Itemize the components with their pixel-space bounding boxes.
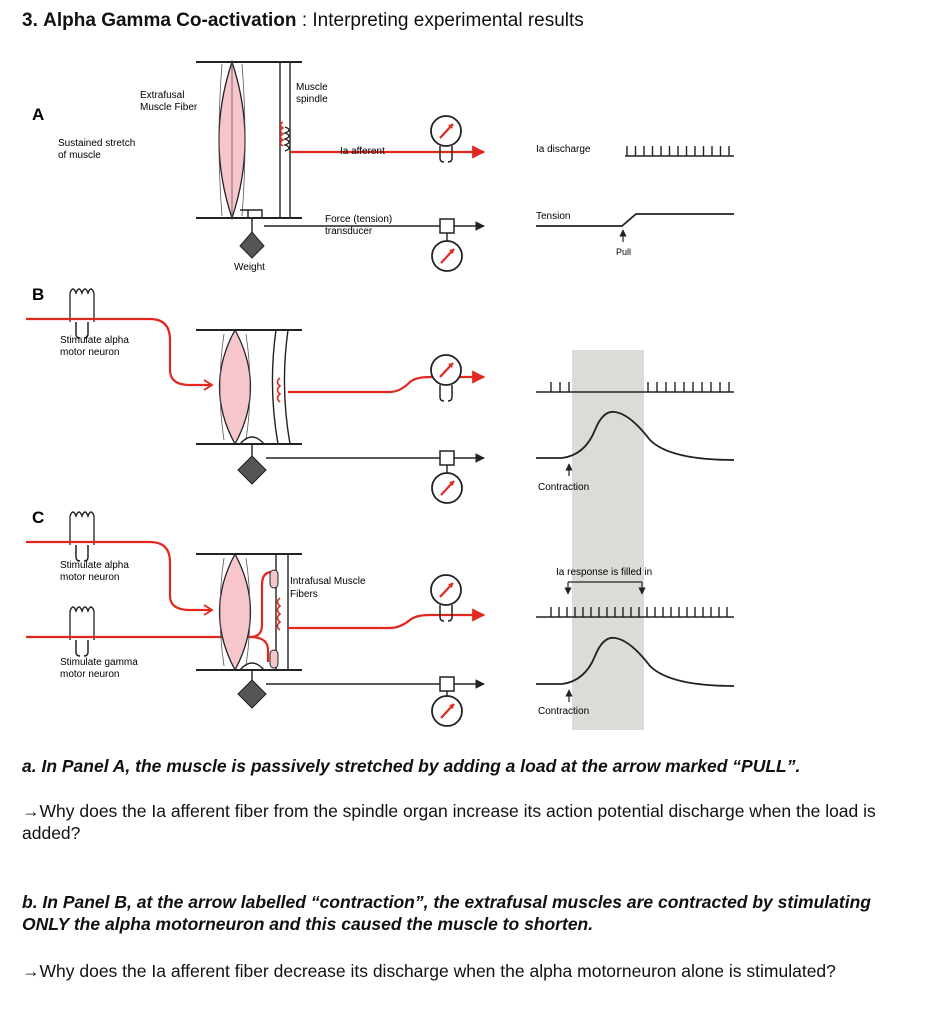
panel-a-letter: A <box>32 105 44 124</box>
page-title: 3. Alpha Gamma Co-activation : Interpret… <box>22 10 584 32</box>
contraction-label-c: Contraction <box>538 706 589 717</box>
panel-c-letter: C <box>32 508 44 527</box>
question-a-text: →Why does the Ia afferent fiber from the… <box>22 801 876 843</box>
gauge-icon <box>429 114 463 148</box>
stretch-label-2: of muscle <box>58 150 101 161</box>
force-label-2: transducer <box>325 226 373 237</box>
weight-icon <box>239 231 265 259</box>
gauge-icon <box>429 573 463 607</box>
intrafusal-fiber <box>269 569 279 589</box>
spindle-label: Muscle <box>296 82 328 93</box>
ia-afferent-b <box>288 370 486 394</box>
gamma-label: Stimulate gamma <box>60 657 138 668</box>
panel-b: B Stimulate alpha motor neuron Contracti… <box>26 285 735 730</box>
gamma-motor-nerve-2 <box>249 635 270 662</box>
extrafusal-muscle-b <box>218 328 252 446</box>
neuron-icon <box>69 606 95 612</box>
weight-icon <box>237 679 267 709</box>
contraction-label-b: Contraction <box>538 482 589 493</box>
coactivation-figure: A Extrafusal Muscle Fiber Muscle spindle… <box>26 59 735 730</box>
intrafusal-fiber <box>269 649 279 669</box>
gamma-label-2: motor neuron <box>60 669 119 680</box>
panel-c: C Stimulate alpha motor neuron Stimulate… <box>26 508 735 728</box>
filled-in-label: Ia response is filled in <box>556 567 652 578</box>
question-b-prompt: b. In Panel B, at the arrow labelled “co… <box>22 892 871 934</box>
extrafusal-muscle-c <box>218 552 252 672</box>
title-separator: : <box>301 10 308 31</box>
tension-label: Tension <box>536 211 570 222</box>
gauge-icon <box>430 694 464 728</box>
intrafusal-label: Intrafusal Muscle <box>290 576 366 587</box>
ia-discharge-spikes <box>626 146 730 156</box>
tension-trace <box>536 213 734 227</box>
transducer-box <box>439 676 455 692</box>
contraction-trace-b <box>536 410 735 461</box>
neuron-icon <box>69 511 95 517</box>
spindle-label-2: spindle <box>296 94 328 105</box>
alpha-label-c: Stimulate alpha <box>60 560 129 571</box>
stretch-label: Sustained stretch <box>58 138 135 149</box>
question-b-text: →Why does the Ia afferent fiber decrease… <box>22 961 836 981</box>
ia-afferent-label: Ia afferent <box>340 146 385 157</box>
neuron-icon <box>69 288 95 294</box>
alpha-motor-nerve-c <box>26 540 210 612</box>
transducer-box <box>439 450 455 466</box>
gauge-icon <box>430 471 464 505</box>
title-main: Alpha Gamma Co-activation <box>43 10 297 31</box>
extrafusal-label: Extrafusal <box>140 90 184 101</box>
alpha-motor-nerve-b <box>26 317 210 387</box>
contraction-trace-c <box>536 636 735 687</box>
ia-discharge-spikes-b <box>550 382 730 392</box>
ia-afferent-c <box>288 608 486 630</box>
gauge-icon <box>429 353 463 387</box>
force-label: Force (tension) <box>325 214 392 225</box>
panel-b-letter: B <box>32 285 44 304</box>
alpha-label-b-2: motor neuron <box>60 347 119 358</box>
weight-label: Weight <box>234 262 265 273</box>
alpha-label-c-2: motor neuron <box>60 572 119 583</box>
gauge-icon <box>430 239 464 273</box>
stimulation-band <box>572 350 644 730</box>
title-subtitle: Interpreting experimental results <box>312 10 584 31</box>
question-a-prompt: a. In Panel A, the muscle is passively s… <box>22 756 801 776</box>
alpha-label-b: Stimulate alpha <box>60 335 129 346</box>
ia-discharge-spikes-c <box>550 607 728 617</box>
intrafusal-label-2: Fibers <box>290 589 318 600</box>
weight-icon <box>237 455 267 485</box>
pull-label: Pull <box>616 247 631 257</box>
title-number: 3. <box>22 10 38 31</box>
panel-a: A Extrafusal Muscle Fiber Muscle spindle… <box>32 59 734 273</box>
ia-discharge-label: Ia discharge <box>536 144 591 155</box>
extrafusal-label-2: Muscle Fiber <box>140 102 198 113</box>
transducer-box <box>439 218 455 234</box>
